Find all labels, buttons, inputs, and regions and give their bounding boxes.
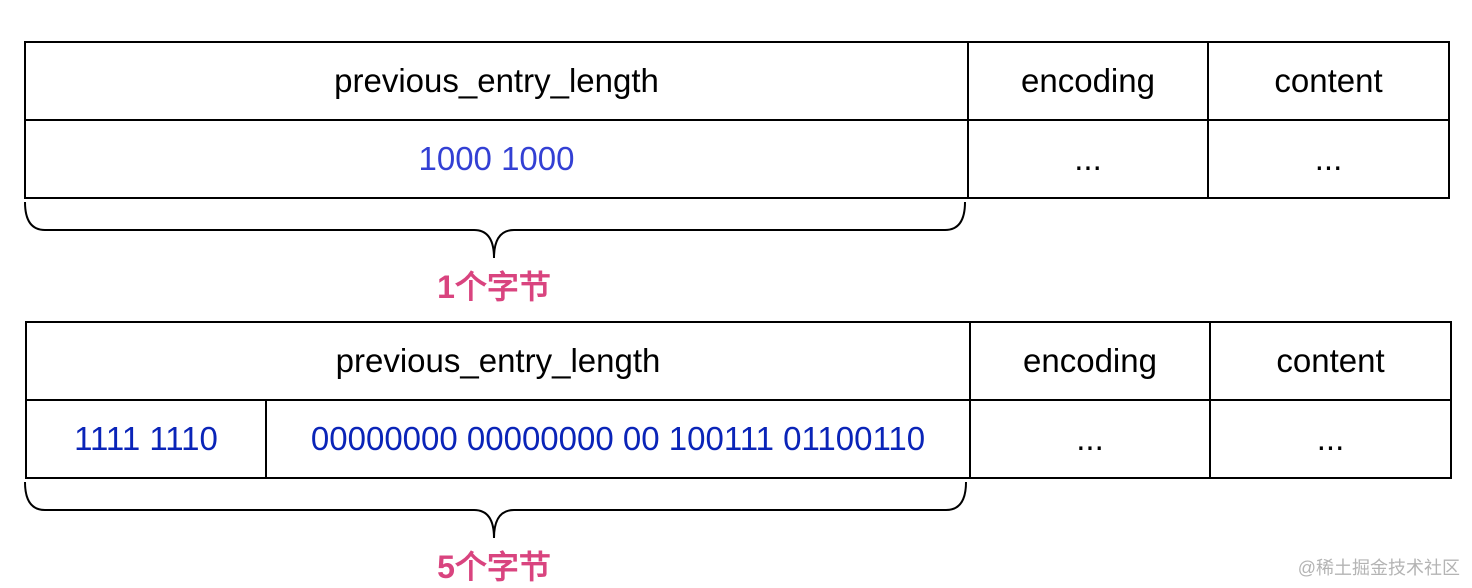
header-row: previous_entry_length encoding content — [24, 41, 1450, 121]
header-previous-entry-length: previous_entry_length — [24, 41, 969, 121]
value-row: 1111 1110 00000000 00000000 00 100111 01… — [25, 399, 1452, 479]
brace-label-5byte: 5个字节 — [437, 549, 551, 585]
encoding-value: ... — [967, 119, 1209, 199]
flag-byte-value: 1111 1110 — [25, 399, 267, 479]
header-content: content — [1207, 41, 1450, 121]
encoding-value: ... — [969, 399, 1211, 479]
watermark: @稀土掘金技术社区 — [1297, 558, 1460, 578]
header-encoding: encoding — [969, 321, 1211, 401]
content-value: ... — [1207, 119, 1450, 199]
brace-label-1byte: 1个字节 — [437, 269, 551, 305]
entry-table-1byte: previous_entry_length encoding content 1… — [24, 41, 1450, 199]
header-row: previous_entry_length encoding content — [25, 321, 1452, 401]
header-previous-entry-length: previous_entry_length — [25, 321, 971, 401]
value-row: 1000 1000 ... ... — [24, 119, 1450, 199]
entry-table-5byte: previous_entry_length encoding content 1… — [25, 321, 1452, 479]
header-encoding: encoding — [967, 41, 1209, 121]
header-content: content — [1209, 321, 1452, 401]
length-bytes-value: 00000000 00000000 00 100111 01100110 — [265, 399, 971, 479]
previous-entry-length-value: 1000 1000 — [24, 119, 969, 199]
content-value: ... — [1209, 399, 1452, 479]
